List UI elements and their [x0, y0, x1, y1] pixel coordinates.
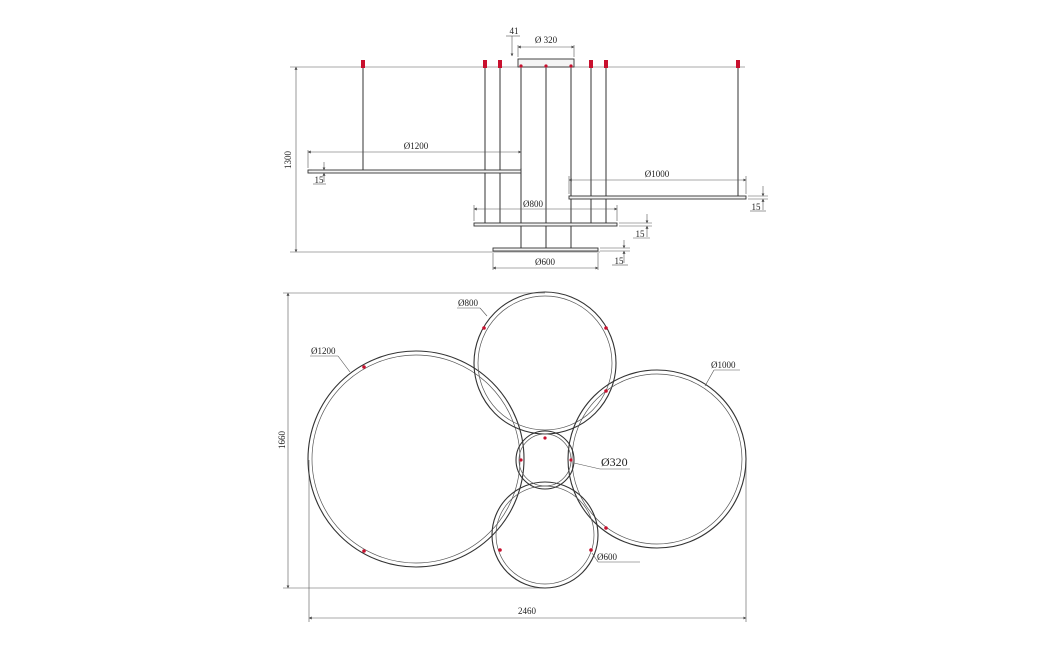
suspension-cables: [362, 64, 739, 248]
dim-1000-label: Ø1000: [645, 169, 670, 179]
plan-label-320: Ø320: [601, 455, 628, 469]
mount-point: [362, 365, 366, 369]
dim-thick-800-label: 15: [636, 229, 646, 239]
dim-800-label: Ø800: [523, 199, 543, 209]
plan-view: 1660 2460: [277, 291, 747, 622]
ring-600-side: [492, 247, 599, 252]
elevation-view: 1300 Ø 320 41 Ø1200 15 Ø1000 15: [283, 26, 768, 270]
mount-point: [482, 326, 486, 330]
mount-point: [498, 60, 502, 68]
suspension-points: [362, 326, 608, 553]
dim-1200-label: Ø1200: [404, 141, 429, 151]
dim-offset-label: 41: [510, 26, 519, 36]
mount-point: [361, 60, 365, 68]
ring-outline: [311, 354, 521, 564]
ring-outline: [491, 481, 599, 589]
mount-point: [569, 458, 573, 462]
mount-point: [589, 548, 593, 552]
mount-point: [736, 60, 740, 68]
dim-depth-label: 1660: [277, 431, 287, 450]
leader-line: [337, 355, 351, 373]
ring-outline: [518, 433, 572, 487]
ring-600-plan: [491, 481, 599, 589]
mount-point: [483, 60, 487, 68]
ring-1200-side: [307, 169, 522, 174]
dim-canopy-label: Ø 320: [535, 35, 558, 45]
ring-outline: [307, 350, 525, 568]
ring-800-side: [473, 222, 618, 227]
ring-outline: [495, 485, 595, 585]
mount-point: [544, 64, 548, 68]
ring-1000-side: [568, 195, 747, 200]
ring-outline: [571, 373, 743, 545]
ring-800-plan: [473, 291, 617, 435]
leader-line: [704, 369, 715, 387]
ring-outline: [473, 291, 617, 435]
plan-label-1200: Ø1200: [311, 346, 336, 356]
plan-label-800: Ø800: [458, 298, 478, 308]
dim-width-label: 2460: [518, 606, 537, 616]
mount-point: [519, 64, 523, 68]
mount-point: [498, 548, 502, 552]
dim-thick-1200-label: 15: [315, 175, 325, 185]
mount-point: [362, 549, 366, 553]
leader-line: [479, 307, 488, 317]
leader-line: [591, 552, 599, 563]
mount-point: [604, 60, 608, 68]
dim-600-label: Ø600: [535, 257, 555, 267]
ceiling-mounts: [361, 60, 740, 68]
plan-label-1000: Ø1000: [711, 360, 736, 370]
ring-outline: [567, 369, 747, 549]
mount-point: [589, 60, 593, 68]
dim-thick-1000-label: 15: [752, 202, 762, 212]
ring-1000-plan: [567, 369, 747, 549]
mount-point: [604, 389, 608, 393]
mount-point: [604, 326, 608, 330]
ring-outline: [477, 295, 613, 431]
ring-outline: [515, 430, 575, 490]
dim-thick-600-label: 15: [615, 256, 625, 266]
dim-height-label: 1300: [283, 151, 293, 170]
mount-point: [519, 458, 523, 462]
mount-point: [543, 436, 547, 440]
mount-point: [604, 526, 608, 530]
canopy-plan: [515, 430, 575, 490]
mount-point: [569, 64, 573, 68]
leader-line: [573, 462, 601, 470]
plan-label-600: Ø600: [597, 552, 617, 562]
